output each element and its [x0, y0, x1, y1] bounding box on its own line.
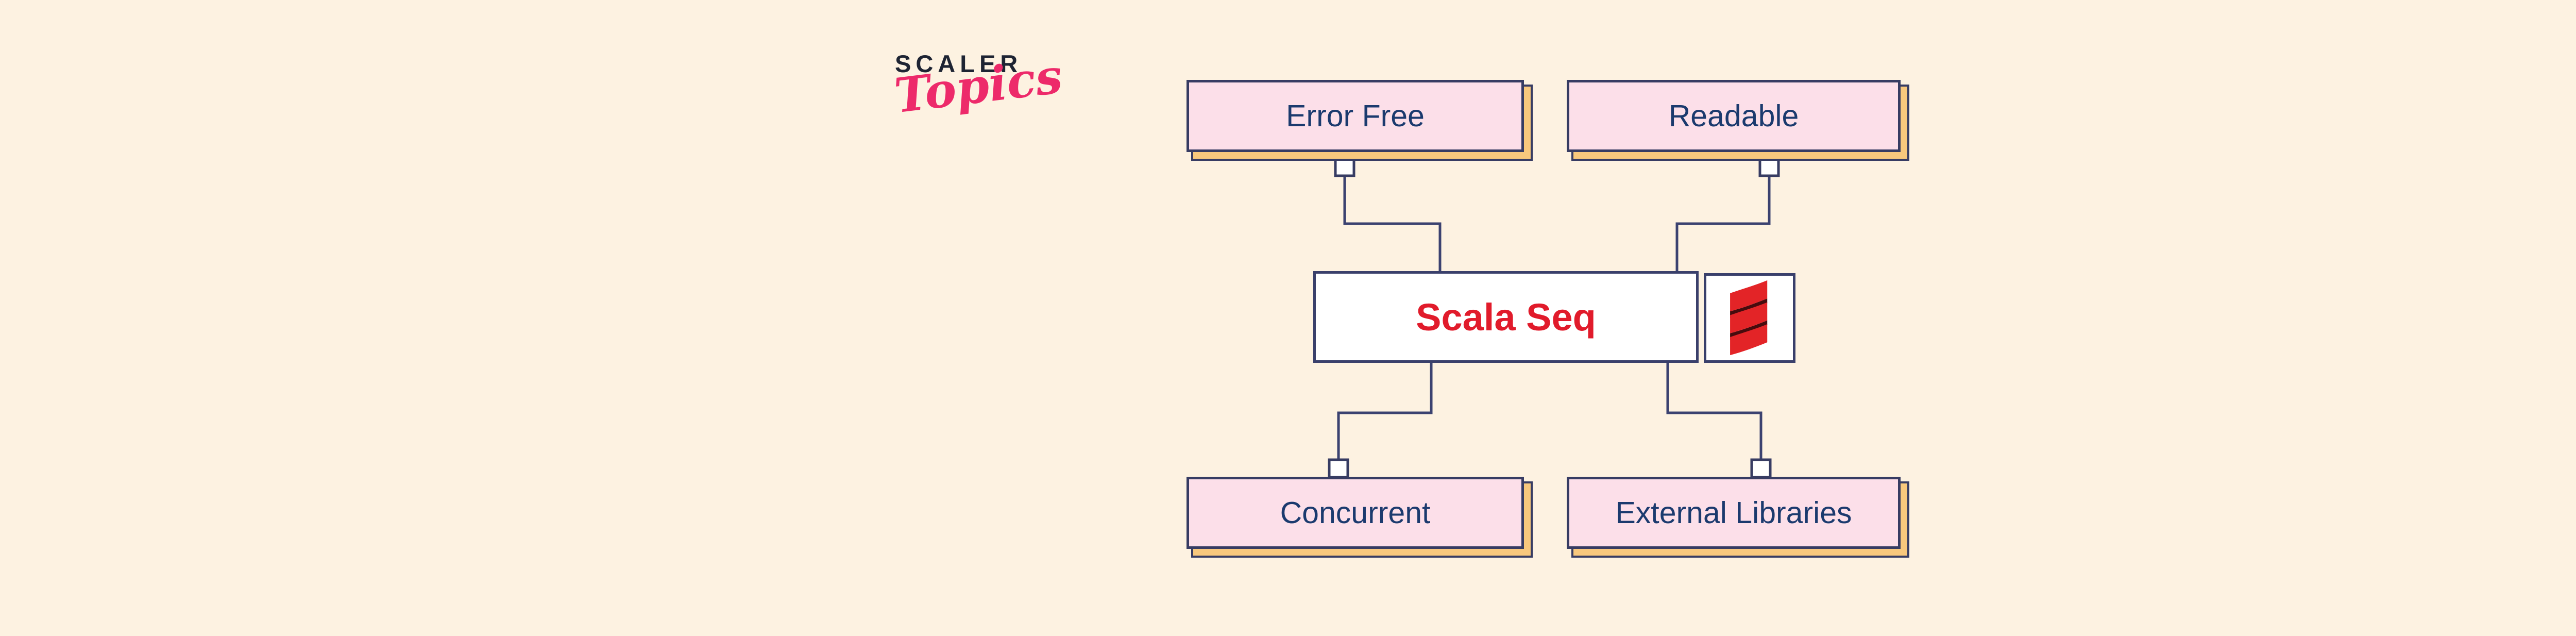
node-concurrent: Concurrent: [1187, 477, 1524, 549]
stub-error-free: [1334, 157, 1355, 177]
scaler-topics-logo: SCALER Topics: [892, 48, 1065, 124]
node-readable-label: Readable: [1668, 99, 1799, 133]
scala-logo-band-bottom: [1730, 324, 1768, 356]
connector-center-to-concurrent: [1337, 363, 1433, 460]
node-error-free-label: Error Free: [1286, 99, 1425, 133]
node-external-libraries: External Libraries: [1567, 477, 1901, 549]
connector-center-to-external-libraries: [1666, 363, 1762, 460]
node-scala-seq: Scala Seq: [1313, 271, 1699, 363]
stub-external-libraries: [1750, 458, 1772, 479]
node-external-libraries-label: External Libraries: [1615, 496, 1852, 530]
node-scala-seq-label: Scala Seq: [1416, 295, 1596, 339]
scala-logo-box: [1704, 273, 1795, 363]
scala-logo-icon: [1730, 280, 1768, 356]
node-readable: Readable: [1567, 80, 1901, 152]
connector-readable-to-center: [1675, 176, 1771, 271]
scala-logo-band-middle: [1730, 302, 1768, 333]
node-error-free: Error Free: [1187, 80, 1524, 152]
brand-wordmark: SCALER: [895, 50, 1023, 77]
node-concurrent-label: Concurrent: [1280, 496, 1431, 530]
connector-error-free-to-center: [1343, 176, 1442, 271]
scala-logo-band-top: [1730, 280, 1768, 312]
stub-concurrent: [1328, 458, 1349, 479]
stub-readable: [1758, 157, 1780, 177]
